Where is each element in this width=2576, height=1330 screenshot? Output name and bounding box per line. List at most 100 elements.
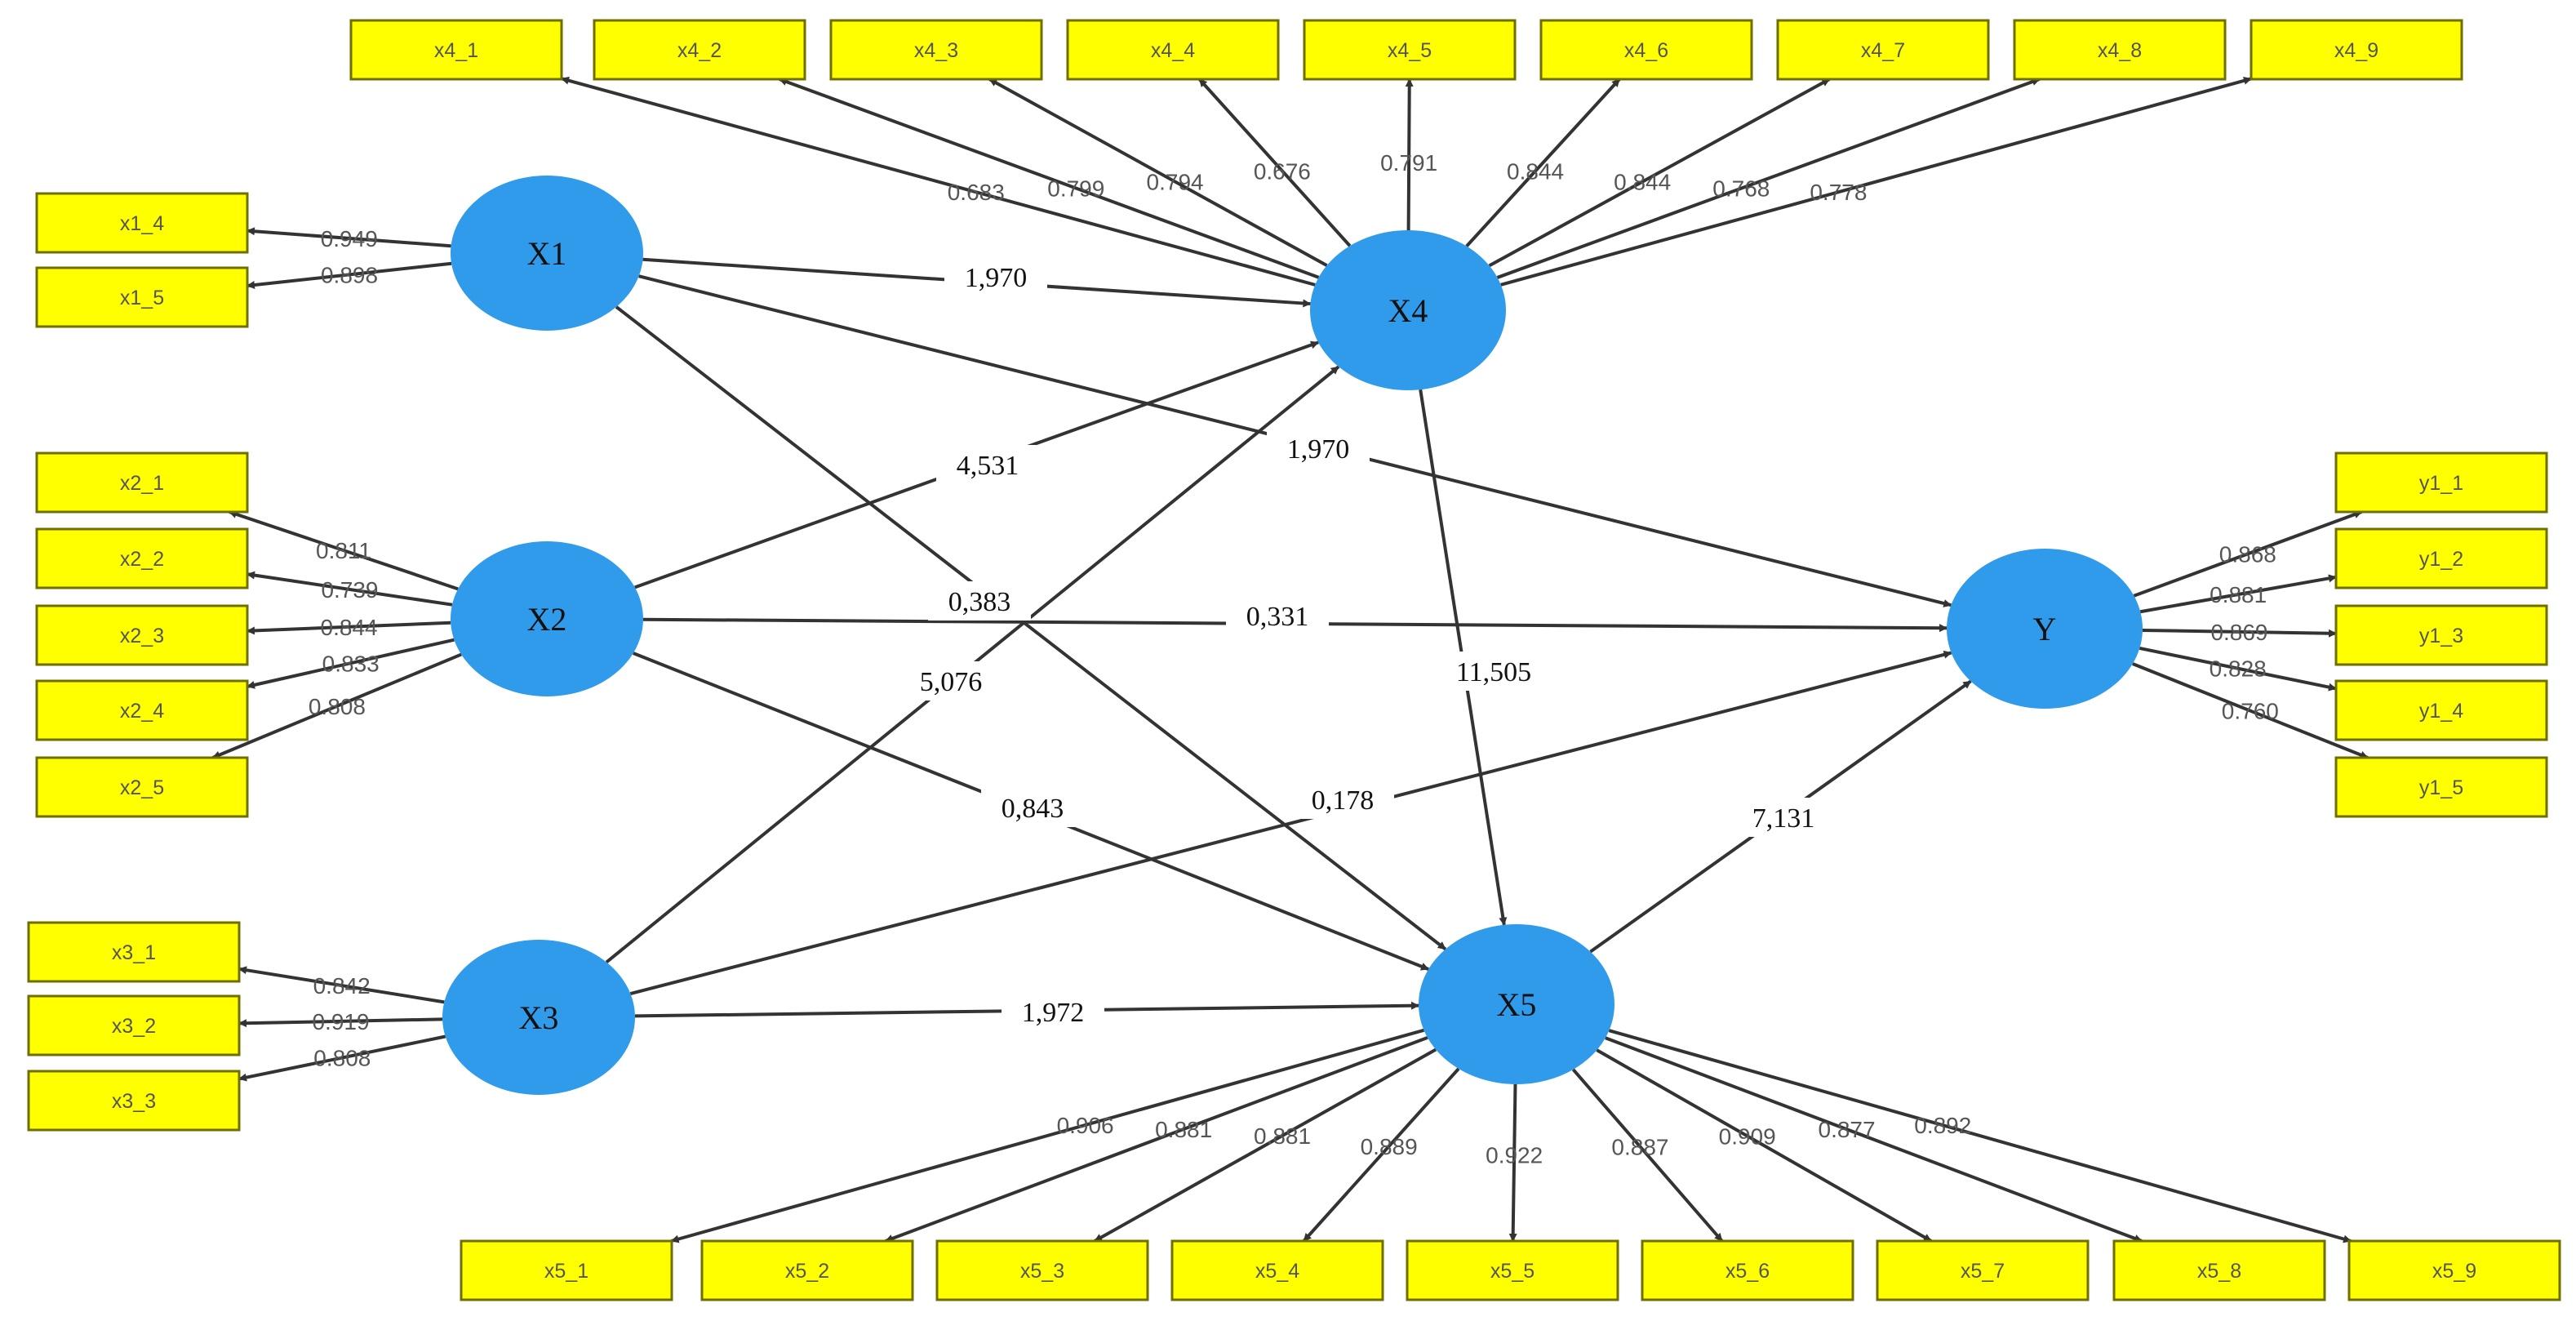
- indicator-rect: [2250, 19, 2463, 81]
- indicator-rect: [27, 921, 241, 983]
- loading-value: 0.909: [1719, 1123, 1776, 1149]
- indicator-label: x5_4: [1255, 1260, 1299, 1283]
- indicator-label: x2_5: [120, 776, 164, 799]
- loading-arrow-x5-9: [1608, 1029, 2352, 1243]
- loading-value: 0.676: [1254, 158, 1311, 184]
- indicator-rect: [27, 1070, 241, 1132]
- indicator-box-x4-1[interactable]: x4_1: [349, 19, 563, 81]
- loading-value: 0.794: [1147, 169, 1204, 194]
- latent-node-x3[interactable]: X3: [442, 940, 635, 1095]
- path-value: 5,076: [920, 667, 983, 697]
- path-label-bg: [899, 661, 1002, 701]
- loading-value: 0.778: [1810, 180, 1867, 205]
- loading-arrow-x1-4: [246, 227, 451, 248]
- indicator-box-x4-3[interactable]: x4_3: [829, 19, 1043, 81]
- path-coefficient-x3-x5: 1,972: [1002, 992, 1104, 1031]
- indicator-box-y1-5[interactable]: y1_5: [2334, 756, 2548, 818]
- indicator-box-x4-8[interactable]: x4_8: [2013, 19, 2227, 81]
- indicator-box-y1-3[interactable]: y1_3: [2334, 604, 2548, 666]
- indicator-rect: [35, 266, 249, 328]
- indicator-box-x5-3[interactable]: x5_3: [935, 1239, 1149, 1301]
- path-coefficient-x1-y: 1,970: [1267, 429, 1370, 468]
- indicator-box-x4-9[interactable]: x4_9: [2250, 19, 2463, 81]
- loading-value: 0.833: [322, 651, 380, 676]
- loading-arrow-x5-2: [885, 1036, 1428, 1243]
- indicator-box-x5-8[interactable]: x5_8: [2112, 1239, 2326, 1301]
- path-label-bg: [1267, 429, 1370, 468]
- indicator-label: x5_5: [1490, 1260, 1534, 1283]
- loading-value: 0.739: [321, 577, 378, 603]
- indicator-box-y1-2[interactable]: y1_2: [2334, 527, 2548, 589]
- latent-node-x4[interactable]: X4: [1310, 230, 1506, 390]
- indicator-box-x4-7[interactable]: x4_7: [1776, 19, 1990, 81]
- path-coefficient-x3-x4: 5,076: [899, 661, 1002, 701]
- indicator-label: y1_5: [2419, 776, 2463, 799]
- loading-arrow-y1-4: [2139, 646, 2337, 692]
- indicator-rect: [1406, 1239, 1619, 1301]
- loading-value: 0.949: [321, 226, 378, 251]
- loading-value: 0.868: [2219, 541, 2276, 567]
- loading-value: 0.844: [321, 615, 378, 640]
- indicator-box-y1-4[interactable]: y1_4: [2334, 679, 2548, 741]
- indicator-label: y1_3: [2419, 625, 2463, 647]
- indicator-box-x2-3[interactable]: x2_3: [35, 604, 249, 666]
- path-value: 11,505: [1456, 657, 1531, 687]
- indicator-box-x5-9[interactable]: x5_9: [2347, 1239, 2561, 1301]
- path-label-bg: [1291, 780, 1394, 819]
- indicator-label: x5_3: [1020, 1260, 1064, 1283]
- indicator-box-x2-2[interactable]: x2_2: [35, 527, 249, 589]
- loading-arrow-x4-8: [1496, 78, 2041, 279]
- indicator-rect: [700, 1239, 914, 1301]
- indicator-box-y1-1[interactable]: y1_1: [2334, 451, 2548, 514]
- indicator-box-x2-5[interactable]: x2_5: [35, 756, 249, 818]
- path-label-bg: [936, 445, 1039, 484]
- indicator-box-x2-1[interactable]: x2_1: [35, 451, 249, 514]
- indicator-label: x3_3: [112, 1090, 156, 1113]
- indicator-box-x5-4[interactable]: x5_4: [1170, 1239, 1384, 1301]
- loading-value: 0.881: [2210, 582, 2267, 607]
- indicator-box-x3-1[interactable]: x3_1: [27, 921, 241, 983]
- indicator-box-x5-6[interactable]: x5_6: [1641, 1239, 1854, 1301]
- latent-node-x5[interactable]: X5: [1419, 924, 1614, 1084]
- latent-node-y[interactable]: Y: [1947, 549, 2143, 709]
- loading-arrow-x3-2: [238, 1017, 443, 1028]
- latent-node-x2[interactable]: X2: [451, 541, 643, 696]
- indicator-rect: [1539, 19, 1753, 81]
- indicator-box-x4-2[interactable]: x4_2: [593, 19, 806, 81]
- indicator-rect: [2334, 527, 2548, 589]
- loading-arrow-x1-5: [246, 261, 452, 289]
- latent-ellipse: [442, 940, 635, 1095]
- indicator-rect: [2334, 756, 2548, 818]
- indicator-box-x5-1[interactable]: x5_1: [460, 1239, 673, 1301]
- indicator-box-x5-5[interactable]: x5_5: [1406, 1239, 1619, 1301]
- path-label-bg: [1435, 652, 1552, 691]
- loading-arrow-x5-4: [1302, 1067, 1460, 1243]
- loading-value: 0.844: [1507, 158, 1564, 184]
- indicator-box-x1-4[interactable]: x1_4: [35, 192, 249, 254]
- indicator-box-x4-6[interactable]: x4_6: [1539, 19, 1753, 81]
- path-value: 0,331: [1246, 602, 1309, 632]
- loading-value: 0.768: [1712, 176, 1770, 202]
- indicator-box-x1-5[interactable]: x1_5: [35, 266, 249, 328]
- loading-value: 0.881: [1155, 1117, 1212, 1142]
- path-value: 0,383: [948, 587, 1011, 617]
- indicator-label: x4_1: [434, 39, 478, 62]
- indicator-box-x3-3[interactable]: x3_3: [27, 1070, 241, 1132]
- indicator-box-x4-5[interactable]: x4_5: [1303, 19, 1517, 81]
- indicator-box-x5-7[interactable]: x5_7: [1876, 1239, 2090, 1301]
- indicator-box-x5-2[interactable]: x5_2: [700, 1239, 914, 1301]
- indicator-rect: [935, 1239, 1149, 1301]
- loading-value: 0.760: [2222, 699, 2279, 724]
- latent-label: Y: [2033, 611, 2057, 647]
- loading-arrow-x2-4: [246, 638, 455, 689]
- indicator-box-x2-4[interactable]: x2_4: [35, 679, 249, 741]
- latent-ellipse: [1947, 549, 2143, 709]
- indicator-label: x1_4: [120, 212, 164, 235]
- indicator-label: x4_9: [2334, 39, 2378, 62]
- latent-node-x1[interactable]: X1: [451, 176, 643, 331]
- indicator-box-x3-2[interactable]: x3_2: [27, 994, 241, 1056]
- path-coefficient-x2-y: 0,331: [1226, 596, 1329, 635]
- indicator-box-x4-4[interactable]: x4_4: [1066, 19, 1280, 81]
- loading-arrow-y1-3: [2142, 628, 2337, 638]
